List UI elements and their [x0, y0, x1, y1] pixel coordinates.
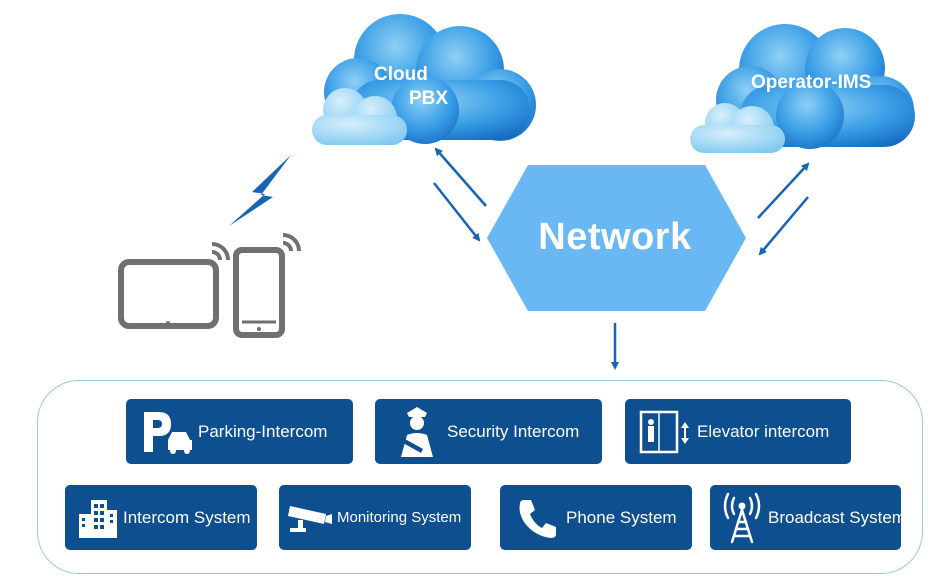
- elevator-intercom-box[interactable]: Elevator intercom: [625, 399, 851, 464]
- parking-intercom-box[interactable]: Parking-Intercom: [126, 399, 353, 464]
- systems-panel: [37, 380, 923, 574]
- network-label: Network: [538, 216, 692, 258]
- phone-system-label: Phone System: [566, 507, 677, 527]
- monitoring-system-box[interactable]: Monitoring System: [279, 485, 471, 550]
- elevator-icon: [633, 407, 697, 457]
- lightning-bolt-icon: [229, 155, 291, 226]
- arrow-network-to-pbx: [434, 147, 487, 207]
- cctv-camera-icon: [283, 493, 337, 543]
- network-hexagon: [487, 165, 746, 311]
- monitoring-system-label: Monitoring System: [337, 509, 462, 526]
- smartphone-signal-icon: [282, 233, 301, 252]
- broadcast-tower-icon: [716, 491, 768, 545]
- tablet-icon: [118, 259, 219, 329]
- phone-system-box[interactable]: Phone System: [500, 485, 692, 550]
- intercom-system-box[interactable]: Intercom System: [65, 485, 257, 550]
- security-guard-icon: [387, 405, 447, 459]
- operator-ims-label: Operator-IMS: [751, 72, 872, 93]
- elevator-intercom-label: Elevator intercom: [697, 421, 830, 441]
- security-intercom-box[interactable]: Security Intercom: [375, 399, 602, 464]
- arrow-ims-to-network: [758, 196, 809, 256]
- broadcast-system-label: Broadcast System: [768, 507, 906, 527]
- cloud-pbx-label-line2: PBX: [409, 88, 449, 109]
- intercom-system-label: Intercom System: [123, 507, 251, 527]
- cloud-pbx-label-line1: Cloud: [374, 64, 428, 85]
- parking-car-icon: [136, 407, 198, 457]
- parking-intercom-label: Parking-Intercom: [198, 421, 328, 441]
- operator-ims-small-cloud: [690, 103, 785, 153]
- arrow-pbx-to-network: [433, 182, 481, 242]
- security-intercom-label: Security Intercom: [447, 421, 580, 441]
- phone-handset-icon: [510, 493, 566, 543]
- arrow-network-to-ims: [757, 162, 810, 219]
- buildings-icon: [71, 493, 123, 543]
- smartphone-icon: [233, 247, 285, 338]
- operator-ims-cloud: [716, 24, 915, 149]
- tablet-signal-icon: [211, 242, 230, 261]
- cloud-pbx-small-cloud: [312, 88, 407, 145]
- broadcast-system-box[interactable]: Broadcast System: [710, 485, 906, 550]
